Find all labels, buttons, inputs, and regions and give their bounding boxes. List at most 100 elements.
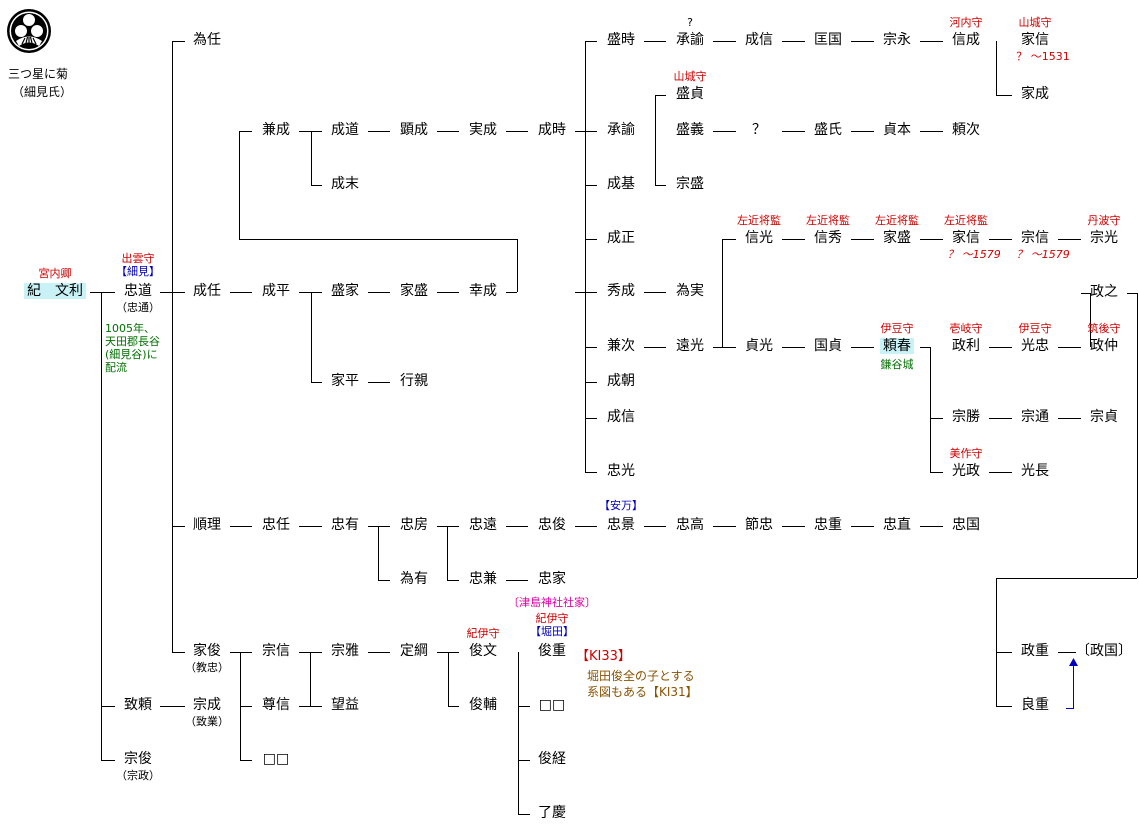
person-moriuji: 盛氏 xyxy=(814,122,842,138)
alt-name-munenari: （致業） xyxy=(185,715,229,728)
person-ienobu2: 家信 xyxy=(952,230,980,246)
title-ienobu1: 山城守 xyxy=(1018,16,1052,29)
person-setchu: 節忠 xyxy=(745,517,773,533)
person-mitsutada: 光忠 xyxy=(1021,338,1049,354)
exile-note-line: 天田郡長谷 xyxy=(105,335,160,348)
branch-tag-tadamichi: 【細見】 xyxy=(116,265,160,278)
person-munemitsu: 宗光 xyxy=(1090,230,1118,246)
shrine-tag-toshishige: 〔津島神社社家〕 xyxy=(508,596,596,609)
person-nobumitsu: 信光 xyxy=(745,230,773,246)
title-masatoshi: 壱岐守 xyxy=(949,322,983,335)
title-iemori2: 左近将監 xyxy=(875,214,919,227)
person-tadato: 忠任 xyxy=(262,517,290,533)
person-tadatoshi: 忠俊 xyxy=(538,517,566,533)
lifespan-munenobu: ？ 〜1579 xyxy=(1016,248,1070,261)
person-tamezane: 為実 xyxy=(676,283,704,299)
person-boxB: □□ xyxy=(262,751,290,767)
person-moritoki: 盛時 xyxy=(607,32,635,48)
person-tadafusa: 忠房 xyxy=(400,517,428,533)
person-naritou: 為任 xyxy=(193,32,221,48)
person-mitsumasa: 光政 xyxy=(952,463,980,479)
clan-name: （細見氏） xyxy=(12,85,73,99)
person-naritomo: 成朝 xyxy=(607,373,635,389)
person-sadamitsu: 貞光 xyxy=(745,338,773,354)
person-yukinari: 幸成 xyxy=(469,283,497,299)
person-sanenari: 実成 xyxy=(469,122,497,138)
person-shoron1: 承諭 xyxy=(676,32,704,48)
title-mitsutada: 伊豆守 xyxy=(1018,322,1052,335)
person-tadanao: 忠直 xyxy=(883,517,911,533)
person-yoritsugu: 頼次 xyxy=(952,122,980,138)
lifespan-ienobu2: ？ 〜1579 xyxy=(947,248,1001,261)
person-ienari: 家成 xyxy=(1021,86,1049,102)
title-ienobu2: 左近将監 xyxy=(944,214,988,227)
person-mitsunaga: 光長 xyxy=(1021,463,1049,479)
person-tadaie: 忠家 xyxy=(538,571,566,587)
person-tadaari: 忠有 xyxy=(331,517,359,533)
person-toshitsune: 俊経 xyxy=(538,751,566,767)
person-iemori2: 家盛 xyxy=(883,230,911,246)
person-kanetsugu: 兼次 xyxy=(607,338,635,354)
person-naritoki: 成時 xyxy=(538,122,566,138)
person-yoshishige: 良重 xyxy=(1021,697,1049,713)
person-norito: 紀 文利 xyxy=(24,283,86,299)
person-munetoshi: 宗俊 xyxy=(124,751,152,767)
exile-note-line: 配流 xyxy=(105,361,127,374)
person-munenobu: 宗信 xyxy=(1021,230,1049,246)
person-tadamichi: 忠道 xyxy=(124,283,152,299)
title-nobumitsu: 左近将監 xyxy=(737,214,781,227)
person-junri: 順理 xyxy=(193,517,221,533)
person-ukechika: 行親 xyxy=(400,373,428,389)
person-iemori1: 家盛 xyxy=(400,283,428,299)
person-akinari: 顕成 xyxy=(400,122,428,138)
source-ref-ki33: 【KI33】 xyxy=(576,649,631,664)
branch-tag-tadakage: 【安万】 xyxy=(599,499,643,512)
title-mitsumasa: 美作守 xyxy=(949,447,983,460)
alt-name-munetoshi: （宗政） xyxy=(116,769,160,782)
lifespan-ienobu1: ？ 〜1531 xyxy=(1016,50,1070,63)
person-nobunari: 信成 xyxy=(952,32,980,48)
person-boxA: □□ xyxy=(538,697,566,713)
person-sonshin: 尊信 xyxy=(262,697,290,713)
person-narinobu1: 成信 xyxy=(745,32,773,48)
title-norito: 宮内卿 xyxy=(38,267,72,280)
person-masanaka: 政仲 xyxy=(1090,338,1118,354)
person-narimoto: 成基 xyxy=(607,176,635,192)
person-morigi: 盛義 xyxy=(676,122,704,138)
title-toshishige: 紀伊守 xyxy=(535,612,569,625)
person-tadato2: 忠遠 xyxy=(469,517,497,533)
title-shoron1: ? xyxy=(687,16,693,29)
person-ienobu1: 家信 xyxy=(1021,32,1049,48)
title-masanaka: 筑後守 xyxy=(1087,322,1121,335)
person-narinobu2: 成信 xyxy=(607,409,635,425)
crest-caption: 三つ星に菊 xyxy=(8,67,69,81)
person-masatoshi: 政利 xyxy=(952,338,980,354)
arrow-head-icon xyxy=(1069,658,1078,666)
adoption-arrow xyxy=(1066,664,1074,709)
title-tadamichi: 出雲守 xyxy=(121,252,155,265)
person-boueki: 望益 xyxy=(331,697,359,713)
person-narisue: 成末 xyxy=(331,176,359,192)
title-nobunari: 河内守 xyxy=(949,16,983,29)
person-narimasa: 成正 xyxy=(607,230,635,246)
person-chiyori: 致頼 xyxy=(124,697,152,713)
person-narimichi: 成道 xyxy=(331,122,359,138)
person-sadamoto: 貞本 xyxy=(883,122,911,138)
person-muneie: 宗永 xyxy=(883,32,911,48)
exile-note-line: 1005年、 xyxy=(105,322,155,335)
person-munenari: 宗成 xyxy=(193,697,221,713)
branch-tag-toshishige: 【堀田】 xyxy=(530,625,574,638)
person-tadataka: 忠高 xyxy=(676,517,704,533)
person-masashige: 政重 xyxy=(1021,643,1049,659)
person-munemori: 宗盛 xyxy=(676,176,704,192)
person-masakuni: 〔政国〕 xyxy=(1076,643,1132,659)
person-munemichi: 宗通 xyxy=(1021,409,1049,425)
alt-name-ietoshi: （教忠） xyxy=(185,661,229,674)
castle-yoriharu: 鎌谷城 xyxy=(880,358,914,371)
title-munemitsu: 丹波守 xyxy=(1087,214,1121,227)
person-munenobu2: 宗信 xyxy=(262,643,290,659)
person-tadashige: 忠重 xyxy=(814,517,842,533)
alt-lineage-note-line: 堀田俊全の子とする xyxy=(587,669,695,683)
